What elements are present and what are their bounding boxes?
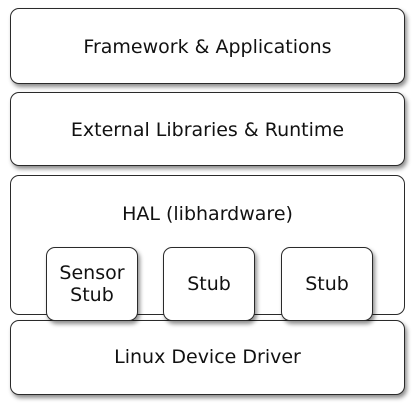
sensor-stub-box: Sensor Stub bbox=[46, 247, 138, 321]
external-libraries-runtime-label: External Libraries & Runtime bbox=[70, 119, 345, 141]
framework-applications-layer: Framework & Applications bbox=[10, 8, 405, 84]
stub-label: Stub bbox=[187, 273, 231, 295]
stub-box: Stub bbox=[163, 247, 255, 321]
hal-label: HAL (libhardware) bbox=[122, 203, 293, 225]
linux-device-driver-label: Linux Device Driver bbox=[114, 346, 301, 368]
stub-box: Stub bbox=[281, 247, 373, 321]
linux-device-driver-layer: Linux Device Driver bbox=[10, 320, 405, 395]
sensor-stub-label: Sensor Stub bbox=[59, 262, 125, 306]
external-libraries-runtime-layer: External Libraries & Runtime bbox=[10, 92, 405, 166]
stub-label: Stub bbox=[305, 273, 349, 295]
framework-applications-label: Framework & Applications bbox=[83, 36, 332, 58]
